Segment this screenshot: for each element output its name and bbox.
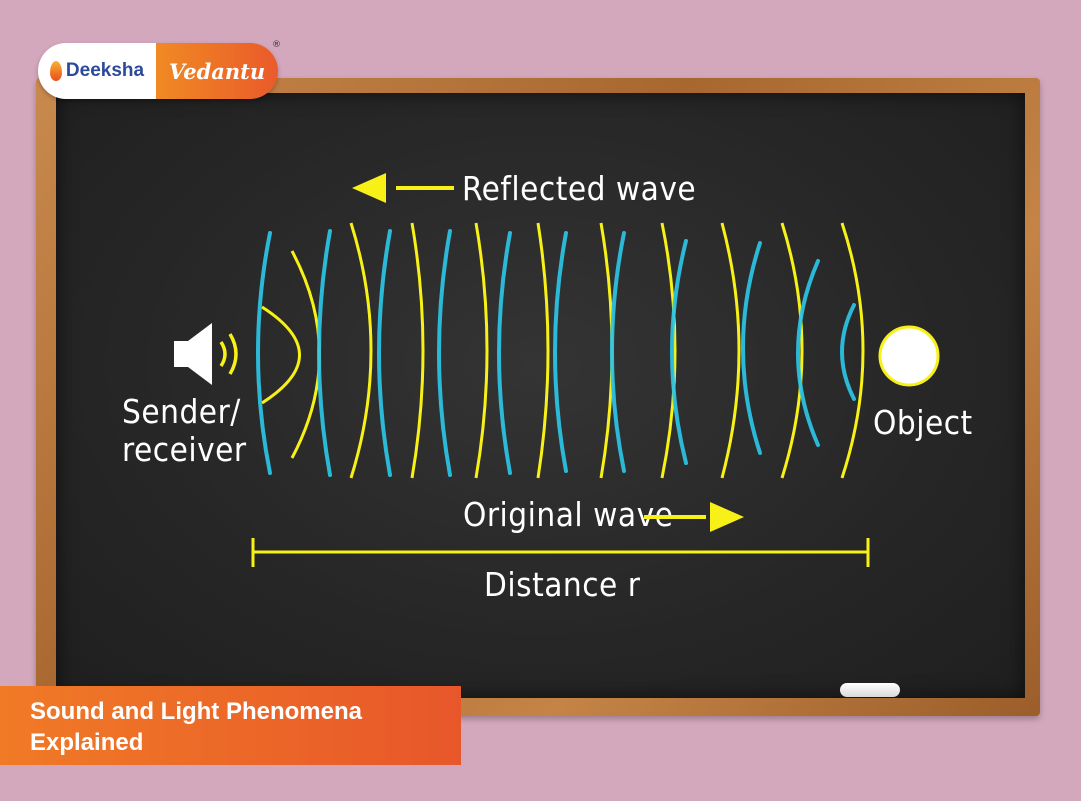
original-arrow [644,502,744,532]
reflected-wave-arc [256,231,272,475]
reflected-wave-arc [840,303,856,401]
reflected-arrow [352,173,454,203]
original-wave-arc [720,222,741,479]
original-wave-arc [474,222,489,479]
reflected-wave-arc [437,229,452,477]
logo-deeksha-part: Deeksha [38,43,156,99]
original-wave-arc [840,222,865,479]
reflected-wave-arc [377,229,392,477]
wave-fronts [256,222,865,479]
caption-banner: Sound and Light Phenomena Explained [0,686,461,765]
caption-text: Sound and Light Phenomena Explained [30,698,362,756]
reflected-wave-arc [497,231,512,475]
chalkboard: Reflected wave Sender/ receiver Object O… [56,93,1025,698]
echo-diagram: Reflected wave Sender/ receiver Object O… [122,169,973,604]
logo-vedantu-text: Vedantu [168,58,266,84]
original-wave-arc [261,305,301,405]
brand-logo[interactable]: Deeksha Vedantu [38,43,278,99]
flame-icon [49,61,62,81]
original-wave-arc [290,250,321,459]
reflected-wave-arc [610,231,626,473]
original-wave-arc [660,222,677,479]
reflected-wave-arc [741,241,762,455]
reflected-wave-arc [553,231,568,473]
sender-label-line1: Sender/ [122,392,241,431]
original-wave-arc [410,222,425,479]
reflected-wave-label: Reflected wave [462,169,696,208]
speaker-icon [174,323,238,385]
original-wave-arc [780,222,804,479]
reflected-wave-arc [670,239,688,465]
logo-vedantu-part: Vedantu [156,43,278,99]
reflected-wave-arc [317,229,332,477]
logo-deeksha-text: Deeksha [65,60,145,81]
chalk-stick [840,683,900,697]
original-wave-arc [536,222,550,479]
object-circle [878,325,940,387]
original-wave-label: Original wave [463,495,673,534]
sender-label-line2: receiver [122,430,247,469]
reflected-wave-arc [796,259,820,447]
distance-label: Distance r [484,565,641,604]
registered-mark: ® [272,40,281,50]
distance-bracket [251,538,870,567]
object-label: Object [873,403,973,442]
original-wave-arc [349,222,373,479]
